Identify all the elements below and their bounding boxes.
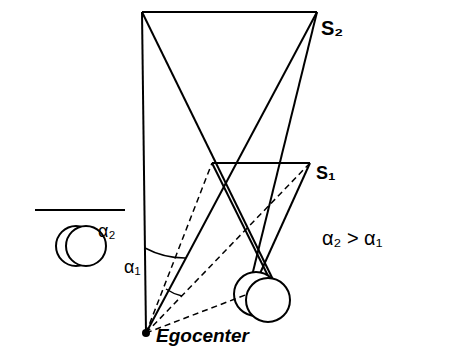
angle-label: α₂ xyxy=(98,222,115,240)
angle-label: α₁ xyxy=(124,258,140,276)
stimulus-label: S₂ xyxy=(321,18,343,38)
stimulus-label: S₁ xyxy=(316,164,335,182)
comparison-note: α₂ > α₁ xyxy=(322,228,382,248)
egocenter-label: Egocenter xyxy=(156,326,249,345)
